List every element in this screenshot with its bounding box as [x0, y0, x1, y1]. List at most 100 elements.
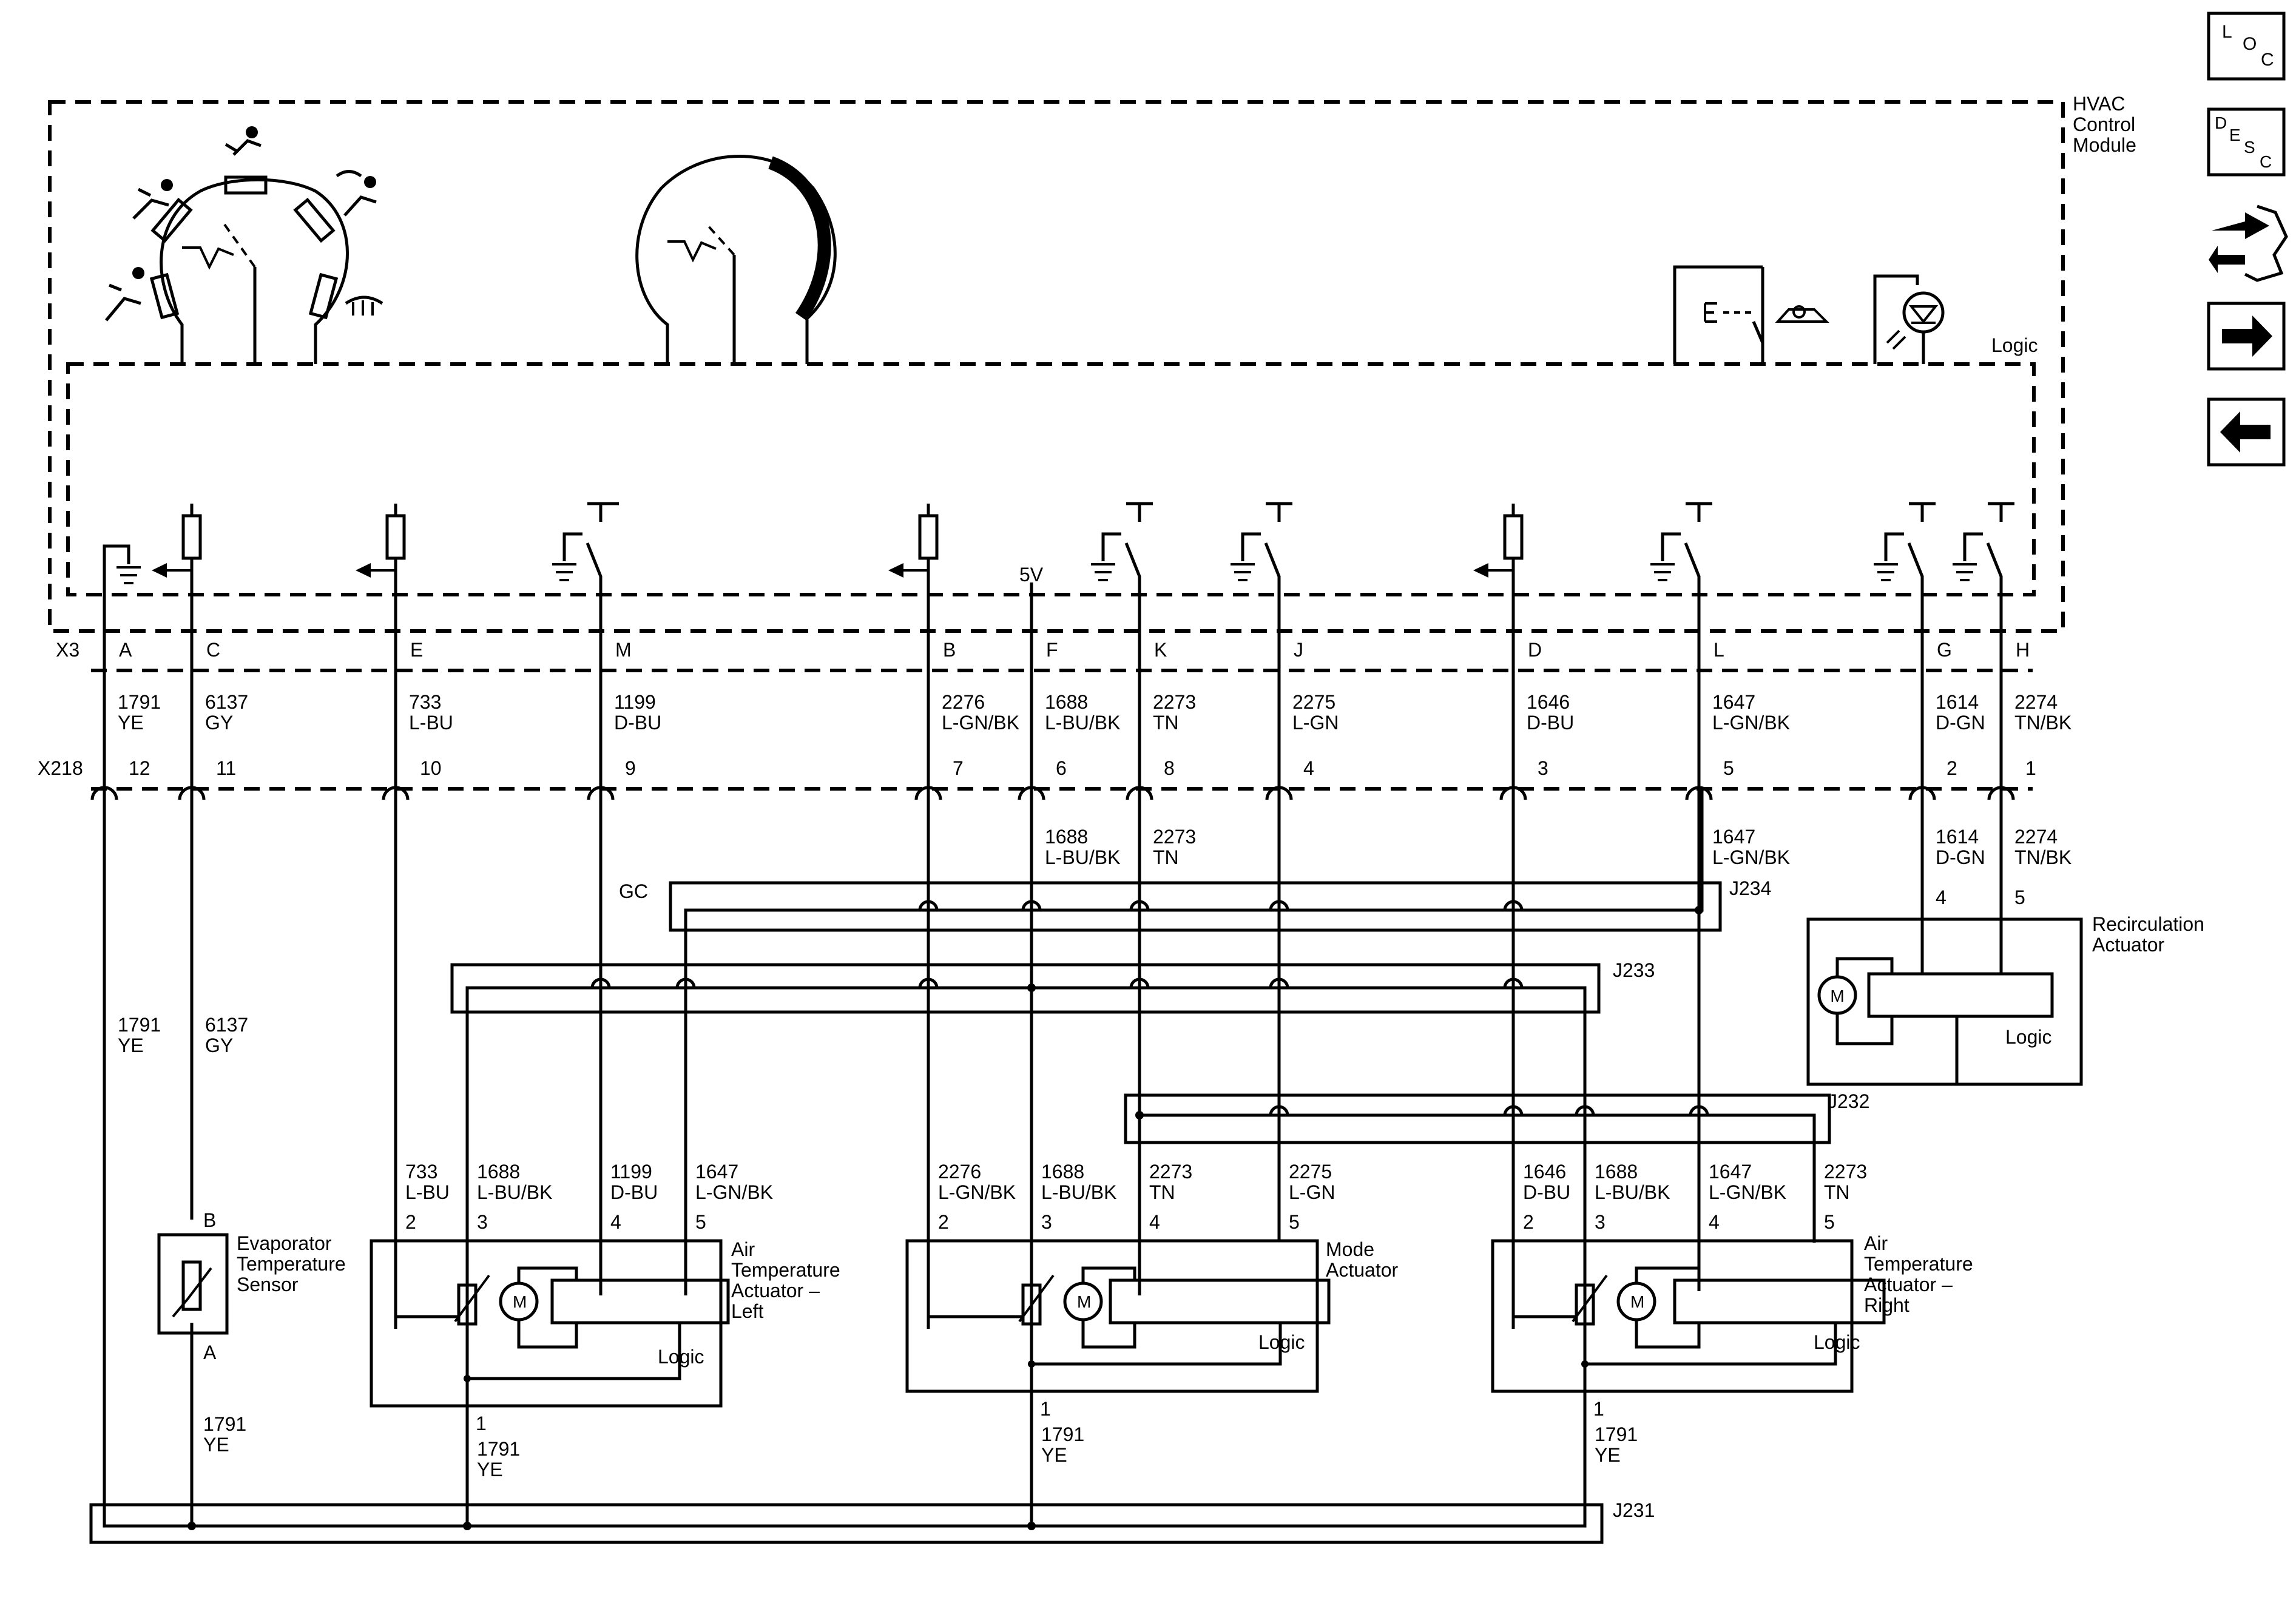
- wire-circuit-number: 1791: [1595, 1423, 1638, 1445]
- x218-pin-label: 10: [420, 757, 442, 779]
- wire-color-code: L-BU/BK: [1045, 846, 1120, 868]
- recirc-pin-5: 5: [2014, 886, 2025, 908]
- wire-circuit-number: 2273: [1153, 691, 1196, 713]
- evap-thermistor: [181, 1260, 202, 1311]
- driver-switch-k: [1091, 502, 1153, 789]
- wire-color-code: TN/BK: [2014, 846, 2071, 868]
- driver-switch-l: [1650, 502, 1712, 789]
- wire-circuit-number: 2276: [942, 691, 985, 713]
- wire-color-code: L-GN/BK: [938, 1181, 1016, 1203]
- wire-color-code: D-BU: [1527, 712, 1574, 734]
- light-sensor-symbol: [1873, 274, 1945, 364]
- wire-color-code: L-BU: [405, 1181, 450, 1203]
- splice-j233: J233: [450, 959, 1655, 1115]
- evap-circuit: 1791: [203, 1413, 246, 1435]
- actuator-title: Mode: [1326, 1238, 1374, 1260]
- wire-color-code: D-BU: [1523, 1181, 1570, 1203]
- module-internal-symbols: 5V: [103, 502, 2014, 789]
- wire-circuit-number: 1688: [1595, 1161, 1638, 1183]
- wire-circuit-number: 2274: [2014, 826, 2058, 848]
- actuator-pin-number: 3: [1041, 1211, 1052, 1233]
- x218-pin-label: 5: [1723, 757, 1734, 779]
- x3-pin-label: F: [1046, 639, 1058, 661]
- mode-contact-upper-right: [293, 197, 336, 243]
- hvac-control-module: HVAC Control Module Logic: [48, 93, 2136, 633]
- actuator-pin-number: 4: [1709, 1211, 1720, 1233]
- wire-circuit-number: 2274: [2014, 691, 2058, 713]
- j233-label: J233: [1613, 959, 1655, 981]
- actuator-pin-number: 5: [695, 1211, 706, 1233]
- wire-circuit-number: 1647: [1712, 691, 1755, 713]
- logic-outline: [66, 362, 2036, 596]
- wiring-repair-icon[interactable]: [2209, 204, 2288, 282]
- actuator-housing: [1491, 1239, 1854, 1393]
- wire-color-code: L-BU: [409, 712, 453, 734]
- x218-pin-label: 3: [1538, 757, 1548, 779]
- wire-color-code: TN/BK: [2014, 712, 2071, 734]
- vent-person-icon: [225, 126, 262, 156]
- evap-pin-a: A: [203, 1342, 217, 1363]
- actuator-title: Actuator –: [1864, 1274, 1953, 1295]
- module-title-2: Control: [2073, 113, 2135, 135]
- nav-buttons: L O C D E S C: [2207, 12, 2288, 467]
- wire-circuit-number: 1688: [1041, 1161, 1084, 1183]
- x3-pin-label: D: [1528, 639, 1542, 661]
- wire-circuit-number: 1647: [1709, 1161, 1752, 1183]
- actuator-pin-number: 3: [1595, 1211, 1606, 1233]
- previous-arrow-icon[interactable]: [2207, 397, 2286, 467]
- motor-label: M: [1077, 1292, 1091, 1311]
- recirc-pin-4: 4: [1936, 886, 1947, 908]
- wire-color-code: L-GN/BK: [695, 1181, 773, 1203]
- wire-color-code: GY: [205, 1035, 233, 1056]
- desc-letter-s: S: [2244, 138, 2255, 157]
- wire-color-code: YE: [118, 1035, 144, 1056]
- wire-color-code: TN: [1824, 1181, 1850, 1203]
- actuator-title: Air: [731, 1238, 755, 1260]
- mode-contact-lower-right: [308, 272, 339, 320]
- wire-color-code: TN: [1153, 712, 1179, 734]
- wire-circuit-number: 1688: [477, 1161, 520, 1183]
- desc-letter-e: E: [2229, 126, 2241, 144]
- floor-vent-person-icon: [132, 179, 173, 220]
- wire-circuit-number: 1614: [1936, 691, 1979, 713]
- x3-pin-label: H: [2016, 639, 2030, 661]
- motor-label: M: [513, 1292, 527, 1311]
- wire-circuit-number: 1791: [118, 691, 161, 713]
- loc-button[interactable]: L O C: [2207, 12, 2286, 81]
- x3-pin-label: E: [410, 639, 423, 661]
- actuator-logic-box: [1673, 1278, 1886, 1325]
- actuator-pin-number: 4: [1149, 1211, 1160, 1233]
- evaporator-temperature-sensor: B A Evaporator Temperature Sensor 1791 Y…: [157, 1209, 346, 1456]
- x218-terminals: [90, 786, 2015, 1530]
- actuator-pin-number: 2: [405, 1211, 416, 1233]
- defrost-person-icon: [336, 170, 377, 217]
- mode-contact-lower-left: [149, 272, 180, 320]
- pullup-resistor-e: [356, 504, 406, 789]
- wire-color-code: L-BU/BK: [1041, 1181, 1116, 1203]
- wire-circuit-number: 2273: [1153, 826, 1196, 848]
- splice-j231: J231: [89, 789, 1655, 1544]
- wire-color-code: L-GN/BK: [942, 712, 1019, 734]
- x3-label: X3: [56, 639, 79, 661]
- floor-person-icon: [105, 267, 144, 322]
- actuator-pin-number: 4: [610, 1211, 621, 1233]
- desc-button[interactable]: D E S C: [2207, 107, 2286, 177]
- module-outline: [48, 100, 2065, 633]
- wire-circuit-number: 2273: [1824, 1161, 1867, 1183]
- x218-pin-label: 2: [1947, 757, 1957, 779]
- evap-sensor-housing: [157, 1233, 229, 1335]
- j231-label: J231: [1613, 1499, 1655, 1521]
- actuator-title: Air: [1864, 1232, 1888, 1254]
- x3-pin-label: C: [206, 639, 220, 661]
- ambient-switch-symbol: [1673, 265, 1829, 364]
- wire-color-code: L-GN: [1292, 712, 1339, 734]
- next-arrow-icon[interactable]: [2207, 302, 2286, 371]
- ground-pin-number: 1: [1593, 1398, 1604, 1420]
- actuator-logic-label: Logic: [658, 1346, 704, 1368]
- x3-pin-label: L: [1714, 639, 1724, 661]
- actuator-title: Actuator –: [731, 1280, 820, 1301]
- evap-color: YE: [203, 1434, 229, 1456]
- actuator-pin-number: 2: [1523, 1211, 1534, 1233]
- splice-j232: J232: [1124, 1090, 1869, 1243]
- position-potentiometer: [1021, 1283, 1042, 1326]
